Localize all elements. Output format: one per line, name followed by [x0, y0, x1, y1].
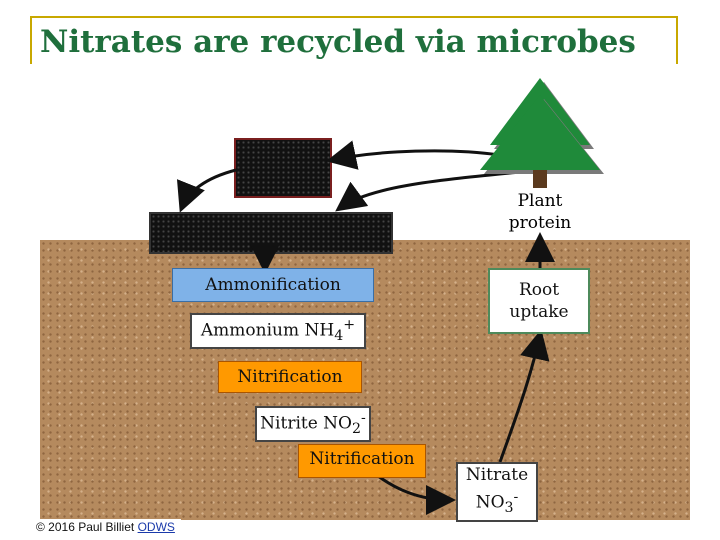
arrow-animal-to-dead: [177, 168, 237, 213]
arrow-plant-to-dead: [335, 170, 521, 212]
odws-link[interactable]: ODWS: [137, 520, 175, 534]
dead-matter-box: [149, 212, 393, 254]
nitrite-label: Nitrite NO2-: [260, 410, 366, 438]
plant-protein-label: Plant protein: [508, 191, 572, 233]
nitrate-label-line1: Nitrate: [465, 465, 529, 486]
animal-waste-box: [234, 138, 332, 198]
nitrate-label-line2: NO3-: [475, 489, 519, 517]
arrow-plant-to-animal: [326, 140, 501, 170]
ammonium-box: Ammonium NH4+: [190, 313, 366, 349]
title-frame-top: [30, 16, 678, 18]
ammonium-label: Ammonium NH4+: [200, 317, 356, 345]
nitrification-label-2: Nitrification: [309, 449, 415, 469]
nitrification-box-1: Nitrification: [218, 361, 362, 393]
pine-tree-icon: [480, 78, 604, 188]
root-uptake-box: Root uptake: [488, 268, 590, 334]
nitrite-box: Nitrite NO2-: [255, 406, 371, 442]
title-frame-right: [676, 16, 678, 64]
arrow-nitrate-to-root: [498, 329, 550, 463]
root-uptake-label: Root uptake: [509, 280, 569, 322]
nitrate-box: Nitrate NO3-: [456, 462, 538, 522]
nitrification-label-1: Nitrification: [237, 367, 343, 387]
page-title: Nitrates are recycled via microbes: [40, 24, 636, 60]
ammonification-box: Ammonification: [172, 268, 374, 302]
copyright-notice: © 2016 Paul Billiet ODWS: [34, 519, 181, 536]
title-frame-left: [30, 16, 32, 64]
nitrification-box-2: Nitrification: [298, 444, 426, 478]
ammonification-label: Ammonification: [205, 275, 341, 295]
